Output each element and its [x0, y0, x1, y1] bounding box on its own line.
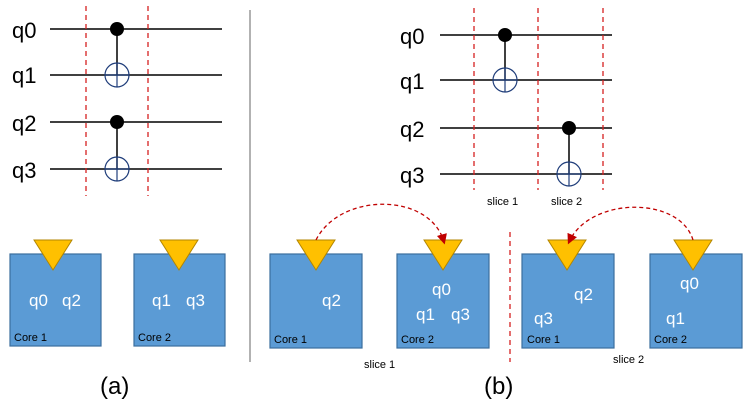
slice-label: slice 2 — [551, 196, 582, 208]
core-label: Core 2 — [401, 334, 434, 346]
core-box — [9, 253, 102, 347]
core-qubit: q2 — [574, 285, 593, 304]
core-qubit: q1 — [152, 291, 171, 310]
panel-caption-b: (b) — [484, 373, 513, 400]
cnot-control-dot — [110, 22, 124, 36]
slice-caption: slice 2 — [613, 354, 644, 366]
panel-b-circuit: q0 q1 q2 q3 slice 1 slice 2 — [400, 8, 612, 208]
core-box — [521, 253, 615, 349]
qubit-label-q0: q0 — [12, 18, 36, 43]
core-port-triangle — [33, 239, 73, 271]
migration-arrow — [315, 203, 447, 245]
slice-caption: slice 1 — [364, 359, 395, 371]
core-qubit: q3 — [451, 305, 470, 324]
qubit-label-q0: q0 — [400, 24, 424, 49]
qubit-label-q3: q3 — [400, 163, 424, 188]
core-label: Core 1 — [14, 332, 47, 344]
panel-a-cores: q0 q2 Core 1 q1 q3 Core 2 — [9, 239, 226, 347]
qubit-label-q2: q2 — [400, 117, 424, 142]
core-label: Core 1 — [527, 334, 560, 346]
core-qubit: q3 — [186, 291, 205, 310]
core-box — [649, 253, 743, 349]
core-qubit: q0 — [680, 274, 699, 293]
qubit-label-q3: q3 — [12, 158, 36, 183]
core-qubit: q2 — [62, 291, 81, 310]
core-qubit: q0 — [432, 280, 451, 299]
qubit-label-q2: q2 — [12, 111, 36, 136]
panel-caption-a: (a) — [100, 373, 129, 400]
cnot-control-dot — [498, 28, 512, 42]
qubit-label-q1: q1 — [400, 69, 424, 94]
core-qubit: q2 — [322, 291, 341, 310]
core-qubit: q1 — [416, 305, 435, 324]
core-port-triangle — [159, 239, 199, 271]
core-label: Core 2 — [138, 332, 171, 344]
cnot-control-dot — [562, 121, 576, 135]
core-port-triangle — [547, 239, 587, 271]
core-qubit: q1 — [666, 309, 685, 328]
core-qubit: q0 — [29, 291, 48, 310]
qubit-label-q1: q1 — [12, 63, 36, 88]
panel-b-slice2-cores: q3 q2 Core 1 q0 q1 Core 2 slice 2 — [521, 206, 743, 366]
core-label: Core 2 — [654, 334, 687, 346]
migration-arrow — [567, 206, 694, 245]
panel-a-circuit: q0 q1 q2 q3 — [12, 6, 222, 196]
core-qubit: q3 — [534, 309, 553, 328]
panel-b-slice1-cores: q2 Core 1 q0 q1 q3 Core 2 slice 1 — [269, 203, 490, 371]
slice-label: slice 1 — [487, 196, 518, 208]
cnot-control-dot — [110, 115, 124, 129]
core-label: Core 1 — [274, 334, 307, 346]
